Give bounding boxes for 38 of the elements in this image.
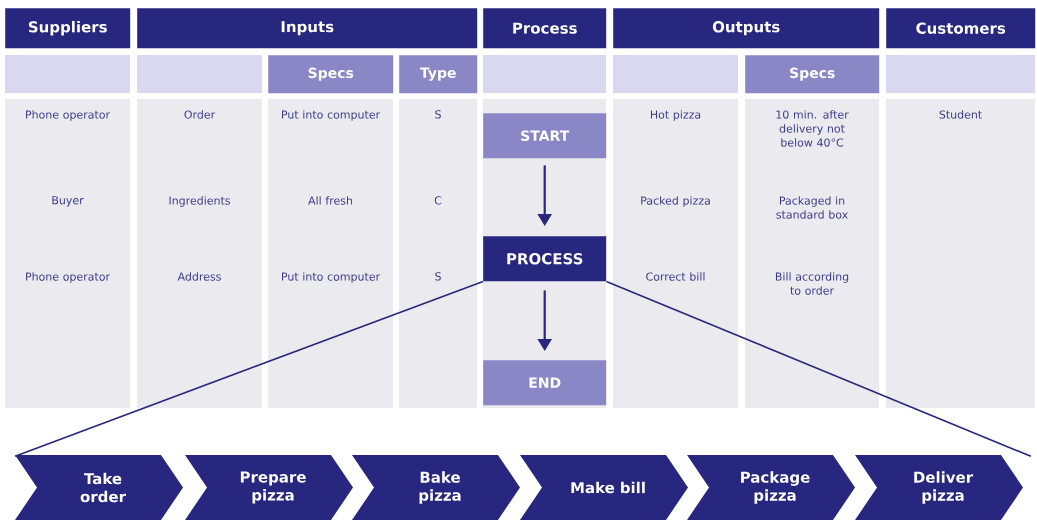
table-text: Hot pizza [650, 110, 701, 121]
chevron-step: Package pizza [687, 455, 855, 520]
table-text: Order [184, 110, 216, 119]
chevron-step: Prepare pizza [185, 455, 353, 520]
connector-line [14, 280, 484, 457]
table-text: Phone operator [26, 110, 111, 121]
subheader-cell: Specs [745, 55, 880, 94]
table-text: Bill according to order [775, 272, 849, 295]
chevron-step: Deliver pizza [855, 455, 1023, 520]
terminal-box: START [483, 113, 607, 159]
table-text: 10 min. after delivery not below 40°C [776, 110, 849, 147]
table-text: S [435, 110, 441, 119]
table-text: Address [177, 272, 221, 281]
subheader-cell: Specs [268, 55, 394, 94]
connector-line [605, 280, 1032, 458]
table-text: Put into computer [282, 272, 381, 283]
table-text: Packaged in standard box [776, 196, 848, 219]
table-text: Put into computer [282, 110, 381, 121]
table-text: Correct bill [646, 272, 705, 281]
column-header: Outputs [613, 8, 880, 49]
table-text: Student [939, 110, 982, 119]
table-text: Ingredients [169, 196, 230, 207]
table-text: Phone operator [26, 272, 111, 283]
process-box: PROCESS [483, 236, 607, 282]
table-text: All fresh [308, 196, 353, 205]
column-header: Customers [886, 8, 1036, 49]
column-header: Process [483, 8, 607, 49]
column-header: Suppliers [5, 8, 131, 49]
chevron-step: Bake pizza [352, 455, 520, 520]
table-text: Packed pizza [641, 196, 710, 207]
table-text: S [435, 272, 441, 281]
chevron-step: Make bill [520, 455, 688, 520]
terminal-box: END [483, 360, 607, 406]
subheader-cell: Type [399, 55, 478, 94]
table-text: C [434, 196, 442, 205]
table-text: Buyer [52, 196, 84, 207]
column-header: Inputs [137, 8, 478, 49]
chevron-step: Take order [15, 455, 183, 520]
